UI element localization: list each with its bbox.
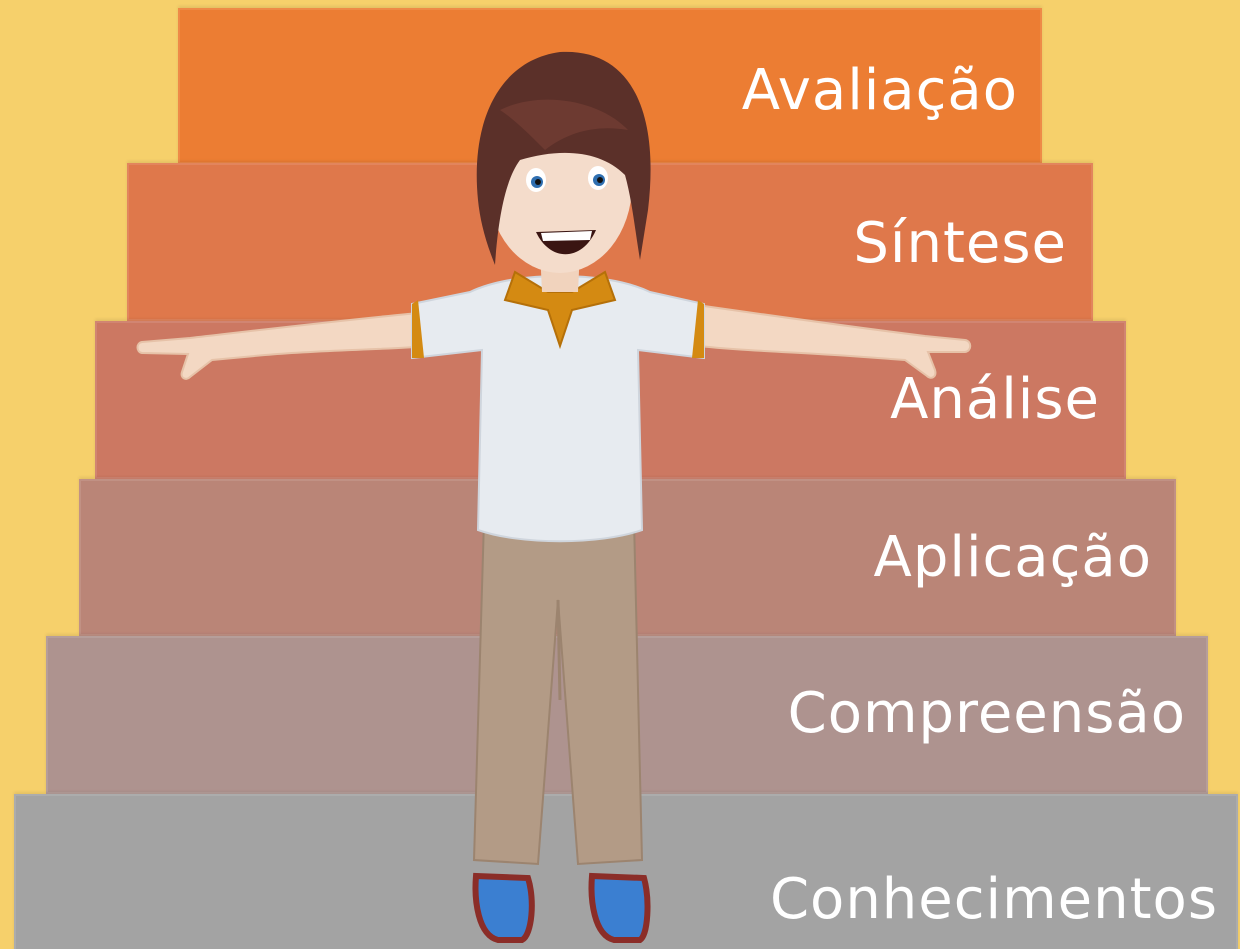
- step-label-aplicacao: Aplicação: [873, 525, 1152, 590]
- step-label-avaliacao: Avaliação: [741, 58, 1018, 123]
- step-label-analise: Análise: [890, 367, 1100, 432]
- step-compreensao: Compreensão: [46, 636, 1208, 794]
- step-label-conhecimentos: Conhecimentos: [769, 867, 1218, 932]
- step-aplicacao: Aplicação: [79, 479, 1176, 636]
- step-conhecimentos: Conhecimentos: [14, 794, 1238, 949]
- step-avaliacao: Avaliação: [178, 8, 1042, 164]
- step-label-compreensao: Compreensão: [787, 681, 1186, 746]
- step-analise: Análise: [95, 321, 1126, 479]
- step-label-sintese: Síntese: [853, 211, 1067, 276]
- step-sintese: Síntese: [127, 163, 1093, 321]
